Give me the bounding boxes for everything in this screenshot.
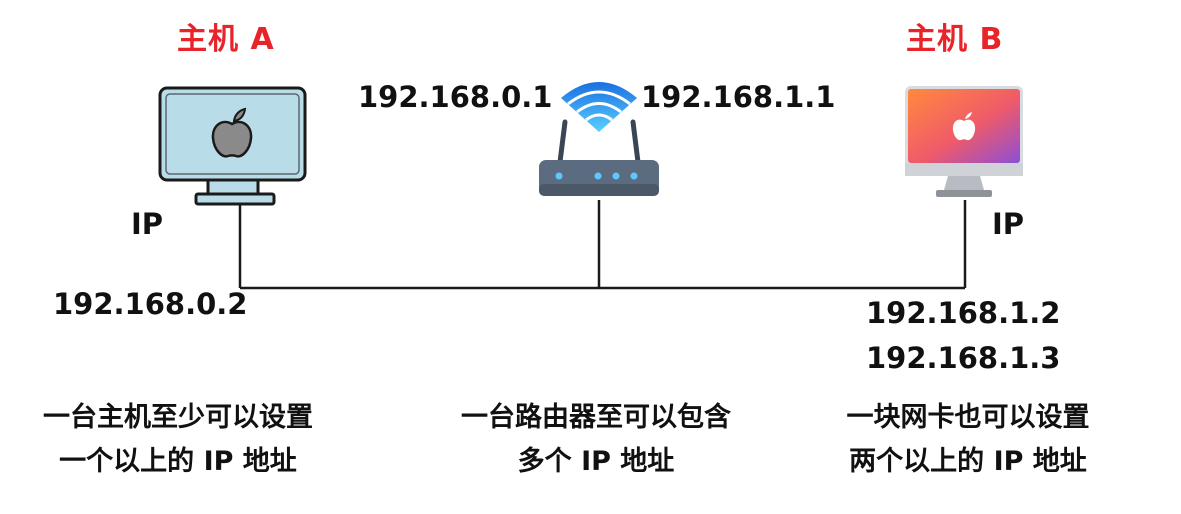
caption-right: 一块网卡也可以设置 两个以上的 IP 地址 bbox=[808, 396, 1128, 484]
wifi-router-icon bbox=[539, 82, 659, 196]
caption-left-line-1: 一台主机至少可以设置 bbox=[43, 402, 313, 433]
hostB-ip-address-1: 192.168.1.2 bbox=[866, 296, 1061, 330]
hostB-title: 主机 B bbox=[906, 22, 1004, 57]
caption-middle: 一台路由器至可以包含 多个 IP 地址 bbox=[436, 396, 756, 484]
hostB-ip-tag: IP bbox=[992, 207, 1025, 241]
hostA-ip-address: 192.168.0.2 bbox=[53, 287, 248, 321]
hostB-ip-address-2: 192.168.1.3 bbox=[866, 341, 1061, 375]
caption-right-line-1: 一块网卡也可以设置 bbox=[846, 402, 1090, 433]
connection-lines bbox=[238, 200, 967, 290]
router-left-ip: 192.168.0.1 bbox=[358, 80, 553, 114]
hostA-ip-tag: IP bbox=[131, 207, 164, 241]
caption-left-line-2: 一个以上的 IP 地址 bbox=[59, 446, 297, 477]
hostA-title: 主机 A bbox=[177, 22, 275, 57]
router-right-ip: 192.168.1.1 bbox=[641, 80, 836, 114]
caption-left: 一台主机至少可以设置 一个以上的 IP 地址 bbox=[18, 396, 338, 484]
caption-middle-line-1: 一台路由器至可以包含 bbox=[461, 402, 731, 433]
caption-middle-line-2: 多个 IP 地址 bbox=[517, 446, 675, 477]
sketch-monitor-apple-icon bbox=[158, 86, 307, 206]
caption-right-line-2: 两个以上的 IP 地址 bbox=[849, 446, 1087, 477]
imac-icon bbox=[905, 86, 1023, 197]
